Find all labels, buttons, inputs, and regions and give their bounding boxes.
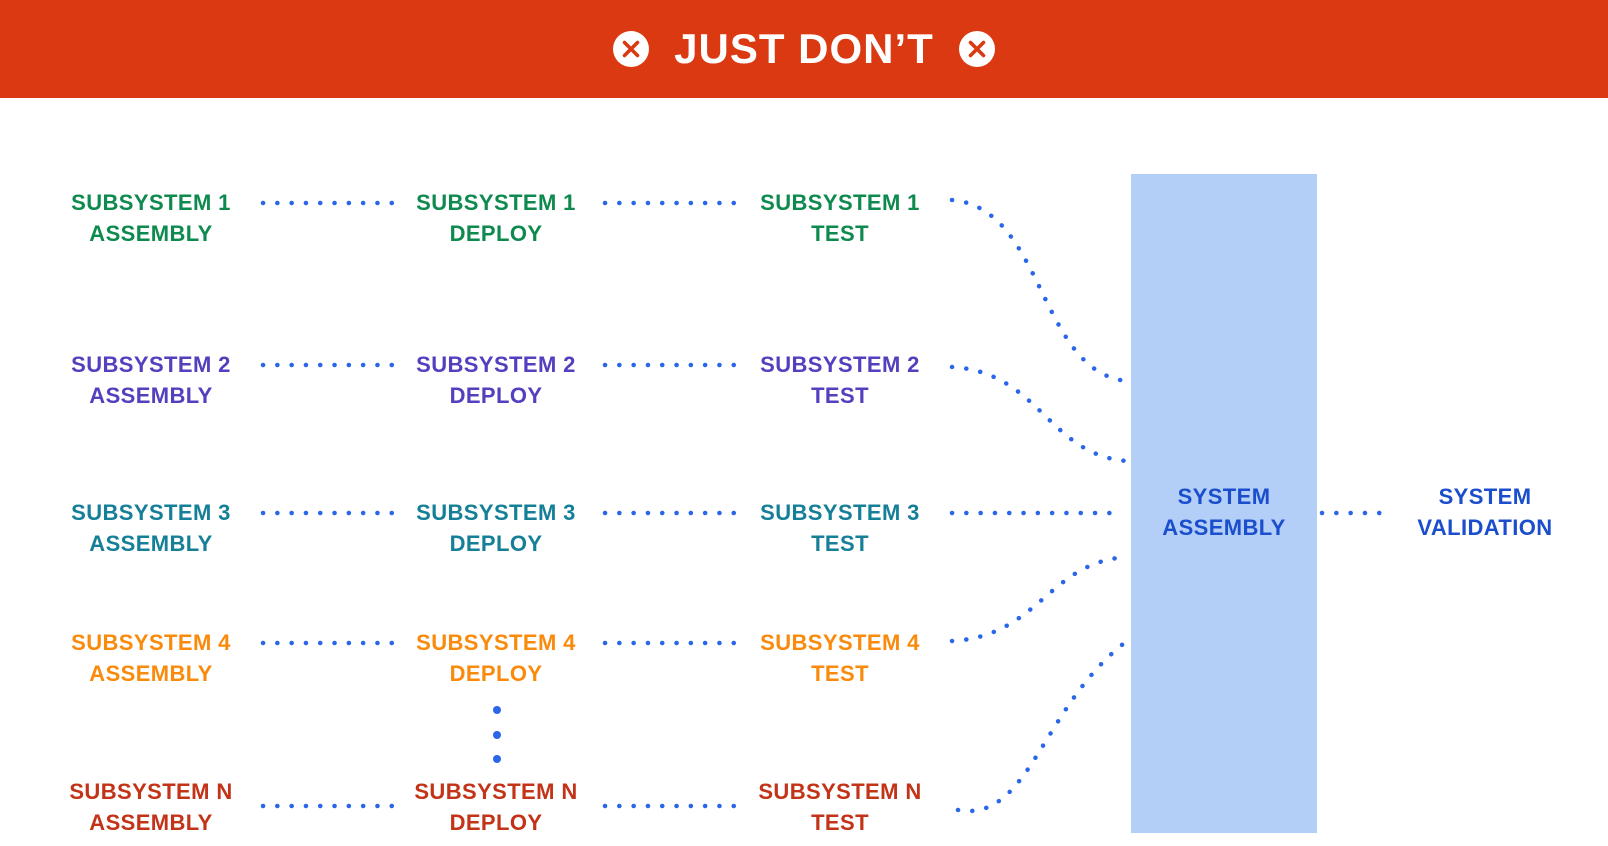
subsystem1-deploy-label: SUBSYSTEM 1 DEPLOY xyxy=(326,187,666,249)
label-line: SUBSYSTEM 4 xyxy=(416,630,576,655)
label-line: TEST xyxy=(811,383,869,408)
subsystem2-test-label: SUBSYSTEM 2 TEST xyxy=(670,349,1010,411)
header-banner: JUST DON’T xyxy=(0,0,1608,98)
page-title: JUST DON’T xyxy=(674,25,934,72)
label-line: DEPLOY xyxy=(449,810,543,835)
label-line: ASSEMBLY xyxy=(89,531,213,556)
subsystem3-assembly-label: SUBSYSTEM 3 ASSEMBLY xyxy=(0,497,321,559)
label-line: SUBSYSTEM 2 xyxy=(71,352,231,377)
label-line: TEST xyxy=(811,531,869,556)
label-line: DEPLOY xyxy=(449,383,543,408)
label-line: DEPLOY xyxy=(449,661,543,686)
label-line: SUBSYSTEM N xyxy=(414,779,578,804)
label-line: ASSEMBLY xyxy=(89,661,213,686)
dotted-curve-row2-test-to-assembly xyxy=(949,364,1130,464)
label-line: ASSEMBLY xyxy=(89,383,213,408)
subsystem2-assembly-label: SUBSYSTEM 2 ASSEMBLY xyxy=(0,349,321,411)
continuation-dots-icon xyxy=(493,706,501,763)
subsystem3-test-label: SUBSYSTEM 3 TEST xyxy=(670,497,1010,559)
label-line: SYSTEM xyxy=(1177,484,1271,509)
label-line: SUBSYSTEM 3 xyxy=(71,500,231,525)
dotted-curve-row4-test-to-assembly xyxy=(949,554,1130,644)
subsystem4-assembly-label: SUBSYSTEM 4 ASSEMBLY xyxy=(0,627,321,689)
system-assembly-box xyxy=(1131,174,1317,833)
label-line: SUBSYSTEM 2 xyxy=(416,352,576,377)
label-line: VALIDATION xyxy=(1417,515,1553,540)
subsystemN-deploy-label: SUBSYSTEM N DEPLOY xyxy=(326,776,666,838)
label-line: ASSEMBLY xyxy=(1162,515,1286,540)
label-line: SUBSYSTEM N xyxy=(69,779,233,804)
system-validation-label: SYSTEM VALIDATION xyxy=(1365,481,1605,543)
label-line: SUBSYSTEM 1 xyxy=(760,190,920,215)
label-line: SUBSYSTEM 3 xyxy=(416,500,576,525)
system-assembly-label: SYSTEM ASSEMBLY xyxy=(1104,481,1344,543)
label-line: SUBSYSTEM 4 xyxy=(760,630,920,655)
label-line: SUBSYSTEM 1 xyxy=(71,190,231,215)
subsystem1-assembly-label: SUBSYSTEM 1 ASSEMBLY xyxy=(0,187,321,249)
label-line: SUBSYSTEM 2 xyxy=(760,352,920,377)
circled-x-icon xyxy=(958,30,996,68)
label-line: SUBSYSTEM 4 xyxy=(71,630,231,655)
subsystem1-test-label: SUBSYSTEM 1 TEST xyxy=(670,187,1010,249)
label-line: ASSEMBLY xyxy=(89,221,213,246)
circled-x-icon xyxy=(612,30,650,68)
subsystem4-deploy-label: SUBSYSTEM 4 DEPLOY xyxy=(326,627,666,689)
label-line: TEST xyxy=(811,661,869,686)
label-line: SUBSYSTEM N xyxy=(758,779,922,804)
label-line: DEPLOY xyxy=(449,531,543,556)
label-line: SUBSYSTEM 1 xyxy=(416,190,576,215)
label-line: SUBSYSTEM 3 xyxy=(760,500,920,525)
label-line: TEST xyxy=(811,221,869,246)
subsystemN-test-label: SUBSYSTEM N TEST xyxy=(670,776,1010,838)
label-line: SYSTEM xyxy=(1438,484,1532,509)
subsystem3-deploy-label: SUBSYSTEM 3 DEPLOY xyxy=(326,497,666,559)
subsystem4-test-label: SUBSYSTEM 4 TEST xyxy=(670,627,1010,689)
label-line: ASSEMBLY xyxy=(89,810,213,835)
subsystemN-assembly-label: SUBSYSTEM N ASSEMBLY xyxy=(0,776,321,838)
label-line: DEPLOY xyxy=(449,221,543,246)
subsystem2-deploy-label: SUBSYSTEM 2 DEPLOY xyxy=(326,349,666,411)
label-line: TEST xyxy=(811,810,869,835)
